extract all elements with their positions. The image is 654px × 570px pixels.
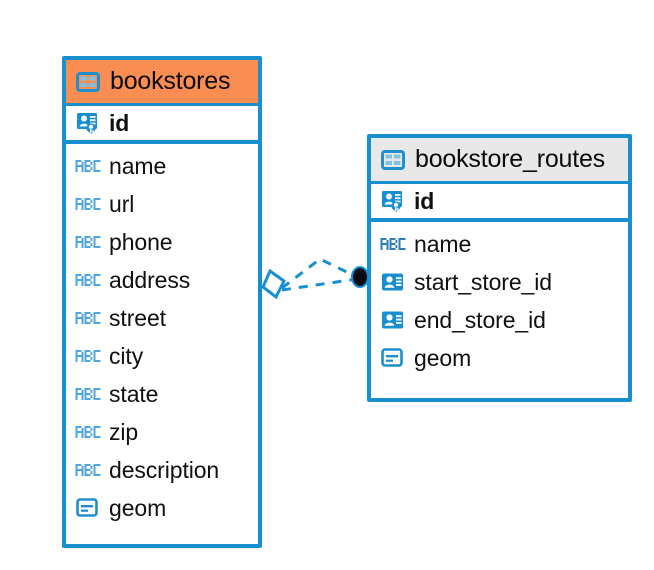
field-row[interactable]: name	[371, 225, 628, 263]
circle-marker-icon	[351, 266, 369, 288]
field-label: id	[109, 109, 130, 136]
field-row-primary-key[interactable]: id	[66, 106, 258, 144]
field-row[interactable]: state	[66, 375, 258, 413]
entity-bookstore-routes[interactable]: bookstore_routes	[367, 134, 632, 402]
field-row-primary-key[interactable]: id	[371, 184, 628, 222]
field-label: name	[414, 230, 472, 257]
foreign-key-icon	[380, 307, 406, 333]
field-label: zip	[109, 418, 139, 445]
entity-title: bookstore_routes	[415, 145, 605, 173]
primary-key-icon	[380, 188, 406, 214]
field-row[interactable]: geom	[66, 489, 258, 527]
text-abc-icon	[75, 457, 101, 483]
table-icon	[380, 147, 406, 173]
text-abc-icon	[75, 191, 101, 217]
text-abc-icon	[75, 343, 101, 369]
field-row[interactable]: zip	[66, 413, 258, 451]
field-label: url	[109, 190, 135, 217]
field-row[interactable]: geom	[371, 339, 628, 377]
field-list-bookstore-routes: name start_store_id	[371, 222, 628, 381]
diamond-marker-icon	[261, 268, 286, 300]
field-label: geom	[109, 494, 167, 521]
field-row[interactable]: url	[66, 185, 258, 223]
field-label: address	[109, 266, 191, 293]
entity-header-bookstore-routes[interactable]: bookstore_routes	[371, 138, 628, 184]
field-label: street	[109, 304, 166, 331]
text-abc-icon	[75, 305, 101, 331]
text-abc-icon	[380, 231, 406, 257]
field-label: start_store_id	[414, 268, 552, 295]
field-label: geom	[414, 344, 472, 371]
field-list-bookstores: name ur	[66, 144, 258, 531]
text-abc-icon	[75, 153, 101, 179]
relationship-line-lower	[281, 277, 358, 292]
text-abc-icon	[75, 229, 101, 255]
field-row[interactable]: street	[66, 299, 258, 337]
entity-header-bookstores[interactable]: bookstores	[66, 60, 258, 106]
field-label: id	[414, 187, 435, 214]
entity-title: bookstores	[110, 67, 231, 95]
field-row[interactable]: start_store_id	[371, 263, 628, 301]
text-abc-icon	[75, 419, 101, 445]
entity-bookstores[interactable]: bookstores	[62, 56, 262, 548]
field-row[interactable]: city	[66, 337, 258, 375]
field-row[interactable]: description	[66, 451, 258, 489]
geometry-icon	[75, 495, 101, 521]
field-label: state	[109, 380, 159, 407]
field-label: description	[109, 456, 220, 483]
field-label: end_store_id	[414, 306, 546, 333]
field-row[interactable]: phone	[66, 223, 258, 261]
primary-key-icon	[75, 110, 101, 136]
field-row[interactable]: name	[66, 147, 258, 185]
field-label: phone	[109, 228, 173, 255]
field-row[interactable]: address	[66, 261, 258, 299]
field-label: city	[109, 342, 144, 369]
text-abc-icon	[75, 267, 101, 293]
table-icon	[75, 69, 101, 95]
geometry-icon	[380, 345, 406, 371]
foreign-key-icon	[380, 269, 406, 295]
field-row[interactable]: end_store_id	[371, 301, 628, 339]
relationship-line-upper	[281, 257, 358, 290]
text-abc-icon	[75, 381, 101, 407]
field-label: name	[109, 152, 167, 179]
